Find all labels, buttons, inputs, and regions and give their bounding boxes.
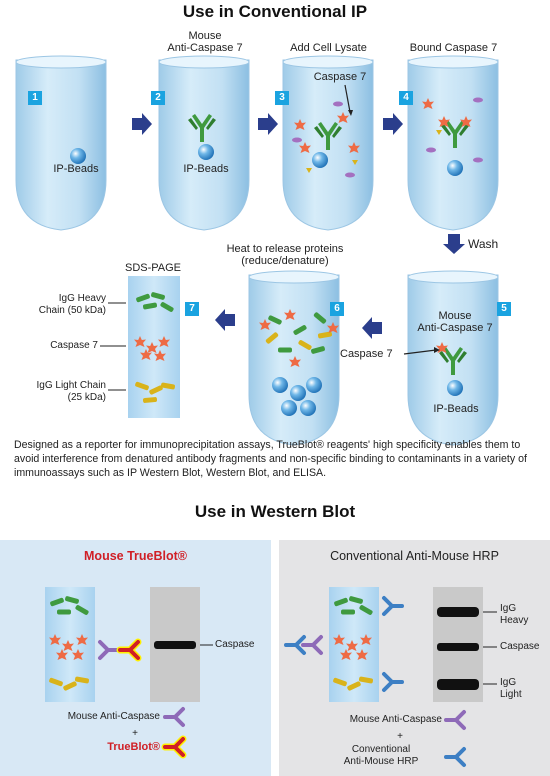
lysate-contents [292,101,360,178]
arrow-right-icon [132,113,152,135]
arrow-right-icon [383,113,403,135]
step-number: 3 [275,91,289,105]
legend-plus: + [132,728,138,739]
arrow-right-icon [258,113,278,135]
blot-band [154,641,196,649]
gel-light-label: IgG Light Chain (25 kDa) [36,380,107,403]
caspase-label: Caspase 7 [313,71,367,83]
gel-heavy-label: IgG Heavy Chain (50 kDa) [38,293,106,316]
antibody-label: Mouse Anti-Caspase 7 [417,310,493,334]
step-4-label: Bound Caspase 7 [409,42,498,54]
ip-beads-label: IP-Beads [53,163,99,175]
description-text: Designed as a reporter for immunoprecipi… [14,439,527,479]
wash-label: Wash [468,237,499,251]
ip-section-title: Use in Conventional IP [182,2,368,21]
conventional-panel-title: Conventional Anti-Mouse HRP [330,549,499,563]
legend-conventional-label: Conventional Anti-Mouse HRP [343,744,419,767]
step-number: 2 [151,91,165,105]
caspase-band-label: Caspase [215,639,255,650]
ip-beads-label: IP-Beads [183,163,229,175]
conventional-panel [279,540,550,776]
bound-contents [422,97,483,176]
ip-bead-icon [70,148,86,164]
gel-caspase-label: Caspase 7 [50,340,98,351]
step-number: 4 [399,91,413,105]
step-number: 7 [185,302,199,316]
step-number: 1 [28,91,42,105]
trueblot-mini-gel [45,587,95,702]
caspase-band-label: Caspase [500,641,540,652]
ip-bead-icon [198,144,214,160]
conventional-mini-gel [329,587,379,702]
step-number: 5 [497,302,511,316]
step-3-label: Add Cell Lysate [290,42,367,54]
igg-light-band-label: IgG Light [500,677,522,700]
trueblot-panel-title: Mouse TrueBlot® [84,549,187,563]
sds-page-gel [128,276,180,418]
arrow-down-icon [443,234,465,254]
step-6-label: Heat to release proteins (reduce/denatur… [226,243,344,267]
step-7-label: SDS-PAGE [124,262,182,274]
step-2-label: Mouse Anti-Caspase 7 [167,30,243,54]
tube-1 [15,55,107,231]
arrow-left-icon [215,309,235,331]
tube-2 [158,55,250,231]
arrow-left-icon [362,317,382,339]
igg-heavy-band-label: IgG Heavy [500,603,529,626]
legend-antibody-label: Mouse Anti-Caspase [67,711,160,722]
ip-beads-label: IP-Beads [433,403,479,415]
step-number: 6 [330,302,344,316]
legend-plus: + [397,731,403,742]
legend-antibody-label: Mouse Anti-Caspase [349,714,442,725]
caspase-label: Caspase 7 [340,348,393,360]
wb-section-title: Use in Western Blot [194,502,356,521]
legend-trueblot-label: TrueBlot® [107,741,160,753]
tube-6 [248,270,340,446]
